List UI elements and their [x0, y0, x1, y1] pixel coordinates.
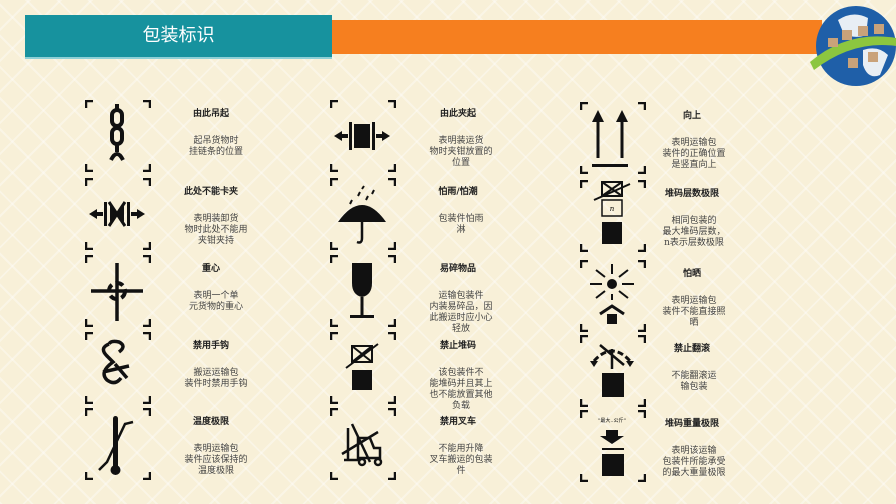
packaging-mark-4: 禁用手钩 搬运运输包 装件时禁用手钩 [85, 332, 325, 408]
mark-description: 不能用升降 叉车搬运的包装 件 [429, 444, 493, 476]
mark-description: 表明运输包 装件不能直接照 晒 [662, 296, 726, 328]
mark-title: 向上 [682, 111, 701, 121]
mark-frame: n [580, 180, 646, 252]
mark-description: 表明装卸货 物时此处不能用 夹钳夹持 [184, 214, 248, 246]
center-of-gravity-icon [85, 255, 151, 327]
mark-frame [580, 335, 646, 407]
mark-title: 由此夹起 [439, 109, 476, 119]
this-way-up-icon [580, 102, 646, 174]
mark-frame [330, 178, 396, 250]
mark-frame [330, 255, 396, 327]
mark-frame [580, 102, 646, 174]
stacking-limit-icon: n [580, 180, 646, 252]
weight-limit-icon: "最大..公斤" [580, 410, 646, 482]
mark-frame [330, 408, 396, 480]
mark-title: 怕晒 [682, 269, 701, 279]
packaging-mark-5: 温度极限 表明运输包 装件应该保持的 温度极限 [85, 408, 325, 484]
packaging-mark-1: 由此吊起 起吊货物时 挂链条的位置 [85, 100, 325, 176]
mark-description: 表明一个单 元货物的重心 [188, 291, 243, 312]
mark-title: 重心 [201, 264, 220, 274]
mark-title: 禁止翻滚 [673, 344, 710, 354]
mark-title: 由此吊起 [192, 109, 229, 119]
mark-title: 堆码重量极限 [664, 419, 719, 429]
title-banner: 包装标识 [25, 15, 332, 59]
mark-frame: "最大..公斤" [580, 410, 646, 482]
mark-frame [85, 408, 151, 480]
icon-label: "最大..公斤" [598, 417, 626, 424]
packaging-mark-2: 此处不能卡夹 表明装卸货 物时此处不能用 夹钳夹持 [85, 178, 325, 254]
mark-title: 此处不能卡夹 [183, 187, 238, 197]
mark-title: 易碎物品 [439, 264, 476, 274]
packaging-mark-3: 重心 表明一个单 元货物的重心 [85, 255, 325, 331]
icon-label: n [610, 205, 615, 213]
mark-frame [330, 100, 396, 172]
packaging-mark-14: 禁止翻滚 不能翻滚运 输包装 [580, 335, 820, 411]
orange-banner [332, 20, 822, 54]
mark-description: 相同包装的 最大堆码层数， n表示层数极限 [662, 216, 726, 248]
packaging-mark-9: 禁止堆码 该包装件不 能堆码并且其上 也不能放置其他 负载 [330, 332, 570, 411]
no-forklift-icon [330, 408, 396, 480]
thermometer-icon [85, 408, 151, 480]
no-clamp-icon [85, 178, 151, 250]
packaging-mark-15: "最大..公斤" 堆码重量极限 表明该运输 包装件所能承受 的最大重量极限 [580, 410, 820, 486]
mark-title: 温度极限 [192, 417, 229, 427]
mark-title: 堆码层数极限 [664, 189, 719, 199]
mark-title: 禁用叉车 [439, 417, 476, 427]
mark-frame [580, 260, 646, 332]
mark-title: 禁止堆码 [439, 341, 476, 351]
clamp-here-icon [330, 100, 396, 172]
globe-logo-icon [810, 6, 896, 86]
mark-description: 起吊货物时 挂链条的位置 [188, 136, 243, 157]
mark-description: 表明该运输 包装件所能承受 的最大重量极限 [662, 446, 726, 478]
mark-frame [85, 332, 151, 404]
mark-title: 怕雨/怕潮 [438, 187, 478, 197]
keep-from-sun-icon [580, 260, 646, 332]
mark-frame [330, 332, 396, 404]
mark-description: 运输包装件 内装易碎品，因 此搬运时应小心 轻放 [429, 291, 493, 334]
mark-description: 包装件怕雨 淋 [438, 214, 484, 235]
mark-frame [85, 255, 151, 327]
mark-title: 禁用手钩 [192, 341, 229, 351]
packaging-mark-7: 怕雨/怕潮 包装件怕雨 淋 [330, 178, 570, 254]
packaging-mark-12: n 堆码层数极限 相同包装的 最大堆码层数， n表示层数极限 [580, 180, 820, 256]
mark-description: 该包装件不 能堆码并且其上 也不能放置其他 负载 [429, 368, 493, 411]
mark-description: 不能翻滚运 输包装 [671, 371, 717, 392]
packaging-mark-11: 向上 表明运输包 装件的正确位置 是竖直向上 [580, 102, 820, 178]
packaging-mark-13: 怕晒 表明运输包 装件不能直接照 晒 [580, 260, 820, 336]
mark-frame [85, 100, 151, 172]
mark-frame [85, 178, 151, 250]
no-hook-icon [85, 332, 151, 404]
no-rolling-icon [580, 335, 646, 407]
umbrella-icon [330, 178, 396, 250]
mark-description: 表明运输包 装件的正确位置 是竖直向上 [662, 138, 726, 170]
packaging-mark-8: 易碎物品 运输包装件 内装易碎品，因 此搬运时应小心 轻放 [330, 255, 570, 334]
page-title: 包装标识 [142, 25, 215, 46]
mark-description: 表明装运货 物时夹钳放置的 位置 [429, 136, 493, 168]
mark-description: 表明运输包 装件应该保持的 温度极限 [184, 444, 248, 476]
mark-description: 搬运运输包 装件时禁用手钩 [184, 368, 248, 389]
fragile-glass-icon [330, 255, 396, 327]
no-stacking-icon [330, 332, 396, 404]
packaging-mark-10: 禁用叉车 不能用升降 叉车搬运的包装 件 [330, 408, 570, 484]
chain-icon [85, 100, 151, 172]
packaging-mark-6: 由此夹起 表明装运货 物时夹钳放置的 位置 [330, 100, 570, 176]
